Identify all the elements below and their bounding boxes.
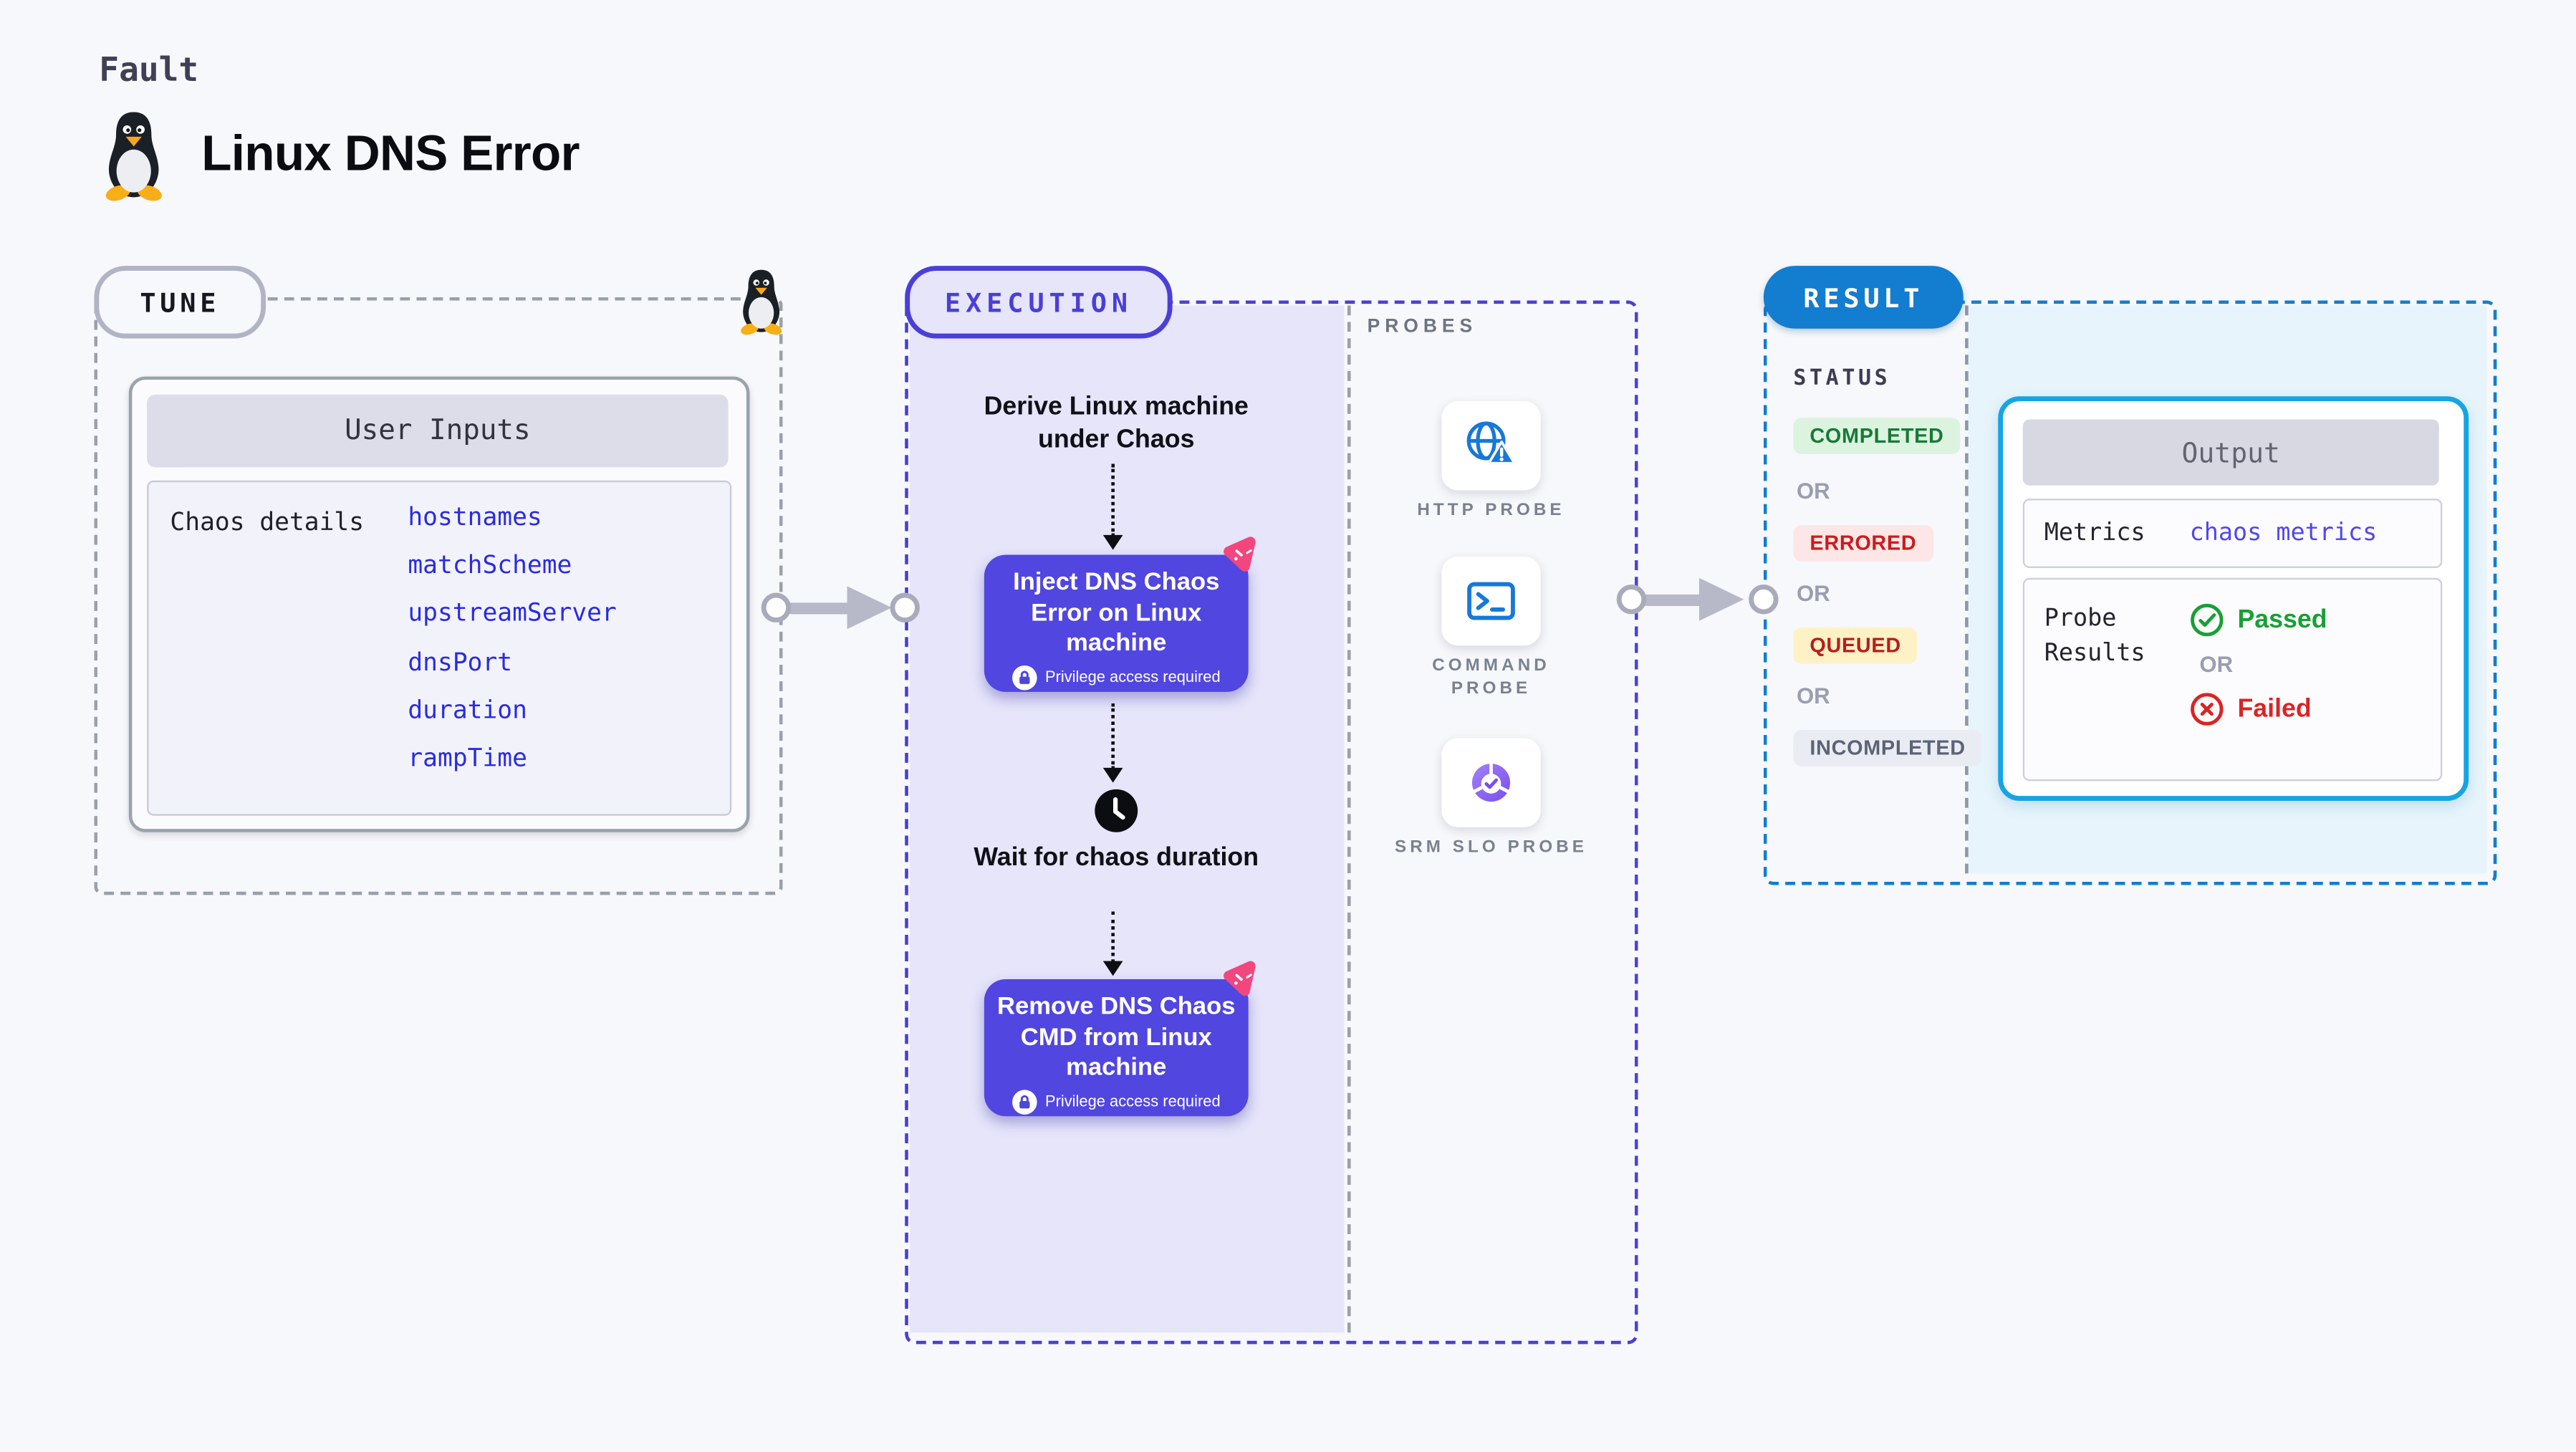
chaos-details-label: Chaos details (170, 506, 365, 537)
execution-output-port (1616, 585, 1647, 615)
step-remove-dns-chaos[interactable]: Remove DNS Chaos CMD from Linux machine … (984, 979, 1249, 1117)
tune-output-port (761, 592, 792, 623)
flow-arrow-down-icon (1102, 463, 1123, 550)
execution-section-box (905, 300, 1638, 1345)
or-label: OR (1796, 479, 1830, 504)
fault-category-label: Fault (99, 49, 199, 90)
result-input-port (1749, 585, 1779, 615)
command-probe-card (1441, 556, 1541, 646)
flow-arrow-down-icon (1102, 911, 1123, 976)
http-probe-card (1441, 401, 1541, 491)
terminal-icon (1467, 582, 1515, 620)
step-inject-dns-chaos[interactable]: Inject DNS Chaos Error on Linux machine … (984, 554, 1249, 692)
chaos-logo-icon (1224, 537, 1256, 572)
param-dnsport: dnsPort (408, 646, 513, 677)
metrics-row: Metrics chaos metrics (2022, 499, 2443, 568)
srm-slo-probe-card (1441, 738, 1541, 827)
result-section-pill: RESULT (1763, 266, 1964, 329)
page-title: Linux DNS Error (201, 127, 580, 182)
command-probe-label: COMMAND PROBE (1432, 655, 1550, 699)
privilege-note: Privilege access required (1044, 1092, 1221, 1111)
step-wait-duration: Wait for chaos duration (974, 843, 1259, 872)
user-inputs-table: Chaos details hostnames matchScheme upst… (147, 480, 732, 816)
status-badge-queued: QUEUED (1793, 627, 1918, 664)
or-label: OR (2199, 652, 2234, 678)
arrow-head-icon (1698, 577, 1744, 621)
linux-tux-icon (741, 269, 782, 335)
privilege-note: Privilege access required (1044, 668, 1221, 686)
user-inputs-title: User Inputs (147, 394, 729, 468)
output-card: Output Metrics chaos metrics Probe Resul… (1998, 396, 2469, 801)
user-inputs-card: User Inputs Chaos details hostnames matc… (128, 376, 750, 832)
result-separator (1965, 305, 1969, 874)
metrics-value: chaos metrics (2189, 520, 2378, 547)
or-label: OR (1796, 683, 1830, 708)
param-ramptime: rampTime (408, 743, 527, 773)
arrow-execution-to-result (1643, 593, 1703, 605)
clock-icon (1095, 789, 1138, 832)
x-circle-icon (2191, 693, 2224, 726)
tune-section-pill: TUNE (94, 266, 266, 339)
metrics-label: Metrics (2044, 519, 2145, 546)
flow-arrow-down-icon (1102, 703, 1123, 783)
param-duration: duration (408, 695, 527, 725)
step-derive-machine: Derive Linux machine under Chaos (984, 393, 1249, 453)
status-badge-completed: COMPLETED (1793, 418, 1961, 454)
chaos-params-list: hostnames matchScheme upstreamServer dns… (408, 494, 616, 783)
check-circle-icon (2191, 603, 2224, 637)
donut-check-icon (1471, 762, 1511, 802)
lock-icon (1011, 1089, 1037, 1114)
http-probe-label: HTTP PROBE (1417, 500, 1565, 521)
status-badge-incompleted: INCOMPLETED (1793, 729, 1982, 766)
or-label: OR (1796, 581, 1830, 606)
srm-slo-probe-label: SRM SLO PROBE (1395, 837, 1588, 857)
param-upstreamserver: upstreamServer (408, 598, 617, 628)
execution-input-port (890, 592, 920, 623)
probe-results-label: Probe Results (2044, 605, 2145, 668)
step-remove-label: Remove DNS Chaos CMD from Linux machine (997, 992, 1236, 1082)
probe-results-row: Probe Results Passed OR Failed (2022, 577, 2443, 782)
status-badge-errored: ERRORED (1793, 525, 1933, 562)
chaos-logo-icon (1224, 961, 1256, 996)
step-inject-label: Inject DNS Chaos Error on Linux machine (1013, 567, 1220, 658)
lock-icon (1011, 664, 1037, 690)
passed-label: Passed (2237, 605, 2327, 634)
globe-warning-icon (1466, 421, 1516, 465)
status-title: STATUS (1793, 366, 1891, 392)
probes-separator (1347, 305, 1351, 1333)
probes-section-label: PROBES (1367, 317, 1478, 337)
param-matchscheme: matchScheme (408, 550, 572, 580)
execution-section-pill: EXECUTION (905, 266, 1173, 339)
failed-label: Failed (2237, 694, 2312, 723)
arrow-tune-to-execution (787, 602, 851, 614)
output-title: Output (2022, 419, 2439, 486)
param-hostnames: hostnames (408, 501, 542, 532)
linux-tux-icon (105, 112, 162, 201)
arrow-head-icon (847, 586, 892, 630)
